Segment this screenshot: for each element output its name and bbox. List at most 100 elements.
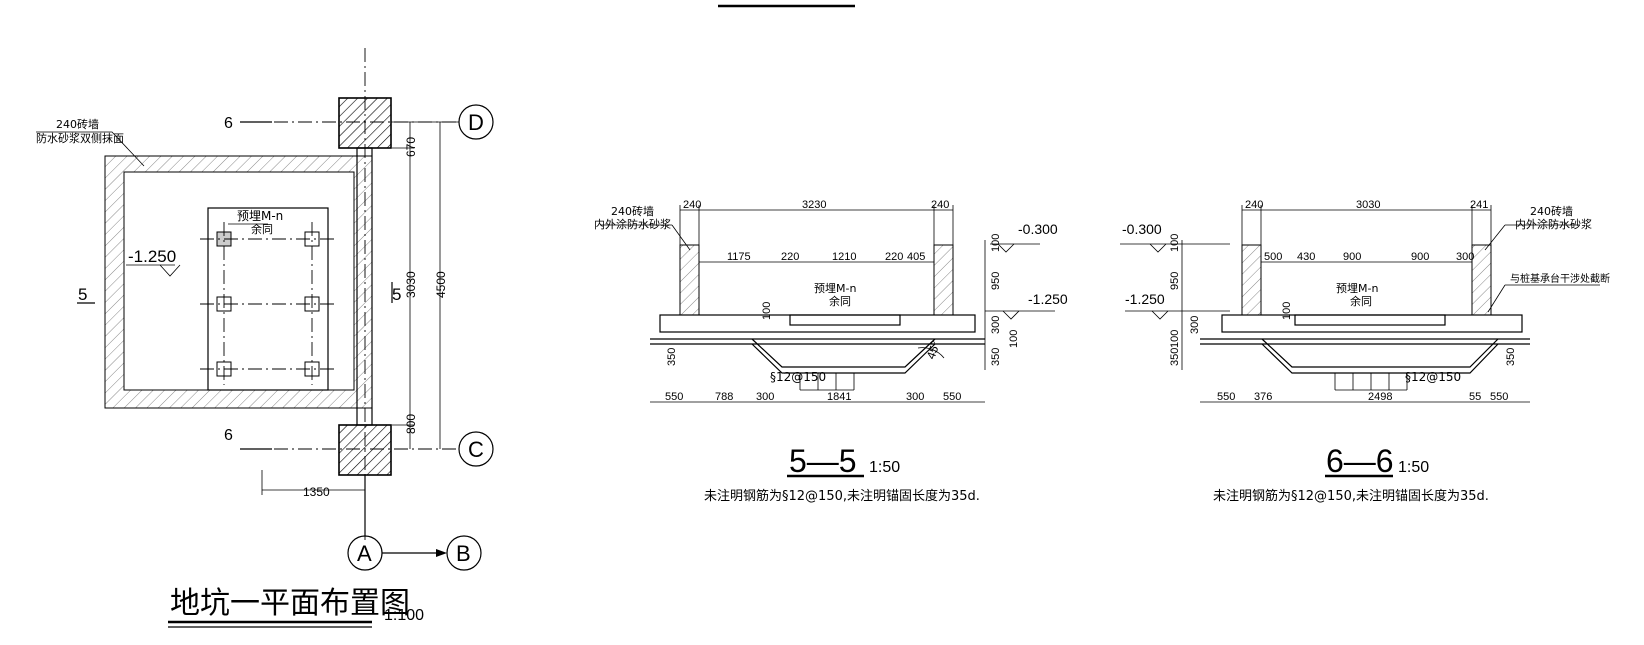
plan-dim-670: 670 — [404, 137, 418, 157]
axis-label-a: A — [357, 541, 372, 566]
s66-left-dim-3: 100 — [1169, 330, 1181, 348]
s66-right-dim: 350 — [1505, 348, 1517, 366]
axis-bubble-d — [458, 104, 494, 140]
s66-note: 未注明钢筋为§12@150,未注明锚固长度为35d. — [1213, 488, 1489, 504]
s55-title: 5—5 — [789, 443, 857, 479]
s55-embed-plate — [789, 314, 901, 326]
s55-wall-right — [933, 244, 954, 316]
column-bottom — [338, 424, 392, 476]
s66-piles — [1334, 373, 1408, 391]
s55-bot-dim-5: 550 — [943, 391, 961, 403]
section-6-6 — [1120, 205, 1600, 478]
axis-label-d: D — [468, 110, 484, 135]
s66-rebar: §12@150 — [1405, 370, 1461, 384]
s66-embed-1: 预埋M-n — [1336, 282, 1378, 295]
plan-dim-800: 800 — [404, 414, 418, 434]
s66-top-dim-2: 241 — [1470, 199, 1488, 211]
s66-bot-dim-0: 550 — [1217, 391, 1235, 403]
s66-wall-right — [1471, 244, 1492, 316]
s66-mid-dim-4: 300 — [1456, 251, 1474, 263]
s66-embed-plate — [1294, 314, 1446, 326]
s66-slab — [1221, 314, 1523, 333]
s55-mid-dim-4: 405 — [907, 251, 925, 263]
s55-wall-left — [679, 244, 700, 316]
s55-right-dim-4: 350 — [990, 348, 1002, 366]
column-top — [338, 97, 392, 149]
s66-bot-dim-2: 2498 — [1368, 391, 1392, 403]
s66-title: 6—6 — [1326, 443, 1394, 479]
s55-embed-1: 预埋M-n — [814, 282, 856, 295]
pit-inner-outline — [207, 207, 329, 391]
s66-mid-dim-3: 900 — [1411, 251, 1429, 263]
axis-label-b: B — [456, 541, 471, 566]
axis-label-c: C — [468, 437, 484, 462]
s55-pit-outer — [751, 338, 936, 368]
s66-mid-dim-1: 430 — [1297, 251, 1315, 263]
s55-bot-dim-4: 300 — [906, 391, 924, 403]
s55-embed-2: 余同 — [829, 294, 851, 308]
s66-bot-dim-4: 550 — [1490, 391, 1508, 403]
s55-right-dim-1: 950 — [990, 272, 1002, 290]
s55-bot-dim-0: 550 — [665, 391, 683, 403]
s66-left-dim-4: 350 — [1169, 348, 1181, 366]
plan-dim-3030: 3030 — [404, 271, 418, 298]
plan-level: -1.250 — [128, 247, 176, 266]
s55-wall-note-1: 240砖墙 — [611, 204, 654, 218]
sec5-right-label: 5 — [392, 285, 401, 304]
plan-title: 地坑一平面布置图 — [170, 586, 410, 621]
plan-dim-4500: 4500 — [434, 271, 448, 298]
s66-embed-2: 余同 — [1350, 294, 1372, 308]
s55-wall-note-2: 内外涂防水砂浆 — [594, 217, 671, 231]
s66-wall-left — [1241, 244, 1262, 316]
s66-pit-outer — [1261, 338, 1499, 368]
s55-mid-dim-0: 1175 — [727, 251, 751, 263]
plan-embed-1: 预埋M-n — [237, 209, 283, 223]
plan-scale: 1:100 — [384, 607, 424, 624]
s55-right-dim-0: 100 — [990, 234, 1002, 252]
sec6-bot-label: 6 — [224, 427, 233, 444]
s66-left-dim-0: 100 — [1169, 234, 1181, 252]
section-5-5 — [600, 205, 1055, 478]
s55-bot-dim-3: 1841 — [827, 391, 851, 403]
s66-top-dim-1: 3030 — [1356, 199, 1380, 211]
s55-left-dim: 350 — [666, 348, 678, 366]
s66-left-dim-2: 300 — [1189, 316, 1201, 334]
s55-rebar: §12@150 — [770, 370, 826, 384]
s66-side-note: 与桩基承台干涉处截断 — [1510, 272, 1610, 285]
level-triangle — [159, 264, 181, 277]
plan-view — [36, 48, 494, 628]
s55-right-dim-3: 100 — [1008, 330, 1020, 348]
s66-bot-dim-1: 376 — [1254, 391, 1272, 403]
plan-wall-note-2: 防水砂浆双侧抹面 — [36, 131, 124, 145]
sec5-left-label: 5 — [78, 285, 87, 304]
s55-angle: 45° — [924, 339, 943, 361]
s55-mid-dim-3: 220 — [885, 251, 903, 263]
s55-mid-dim-1: 220 — [781, 251, 799, 263]
s55-slab-dim: 100 — [761, 302, 773, 320]
s55-top-dim-1: 3230 — [802, 199, 826, 211]
wall-note-leader — [36, 131, 145, 167]
s66-scale: 1:50 — [1398, 459, 1429, 476]
s55-slab — [659, 314, 976, 333]
s66-wall-note-1: 240砖墙 — [1530, 204, 1573, 218]
s55-bot-dim-1: 788 — [715, 391, 733, 403]
s66-level-top: -0.300 — [1122, 221, 1162, 237]
s55-level-bot: -1.250 — [1028, 291, 1068, 307]
plan-embed-2: 余同 — [251, 222, 273, 236]
s55-bot-dim-2: 300 — [756, 391, 774, 403]
s66-wall-note-2: 内外涂防水砂浆 — [1515, 217, 1592, 231]
pilaster-strip — [356, 147, 373, 426]
plan-wall-note-1: 240砖墙 — [56, 117, 99, 131]
s66-left-dim-1: 950 — [1169, 272, 1181, 290]
s66-mid-dim-2: 900 — [1343, 251, 1361, 263]
sec6-top-label: 6 — [224, 115, 233, 132]
s55-top-dim-0: 240 — [683, 199, 701, 211]
plan-texts: 240砖墙 防水砂浆双侧抹面 -1.250 预埋M-n 余同 D C A B 5… — [36, 110, 484, 624]
s55-right-dim-2: 300 — [990, 316, 1002, 334]
section-6-6-texts: 240砖墙 内外涂防水砂浆 与桩基承台干涉处截断 -0.300 -1.250 预… — [1122, 199, 1610, 504]
s55-note: 未注明钢筋为§12@150,未注明锚固长度为35d. — [704, 488, 980, 504]
s55-top-dim-2: 240 — [931, 199, 949, 211]
s66-slab-dim: 100 — [1281, 302, 1293, 320]
s55-piles — [799, 373, 855, 391]
